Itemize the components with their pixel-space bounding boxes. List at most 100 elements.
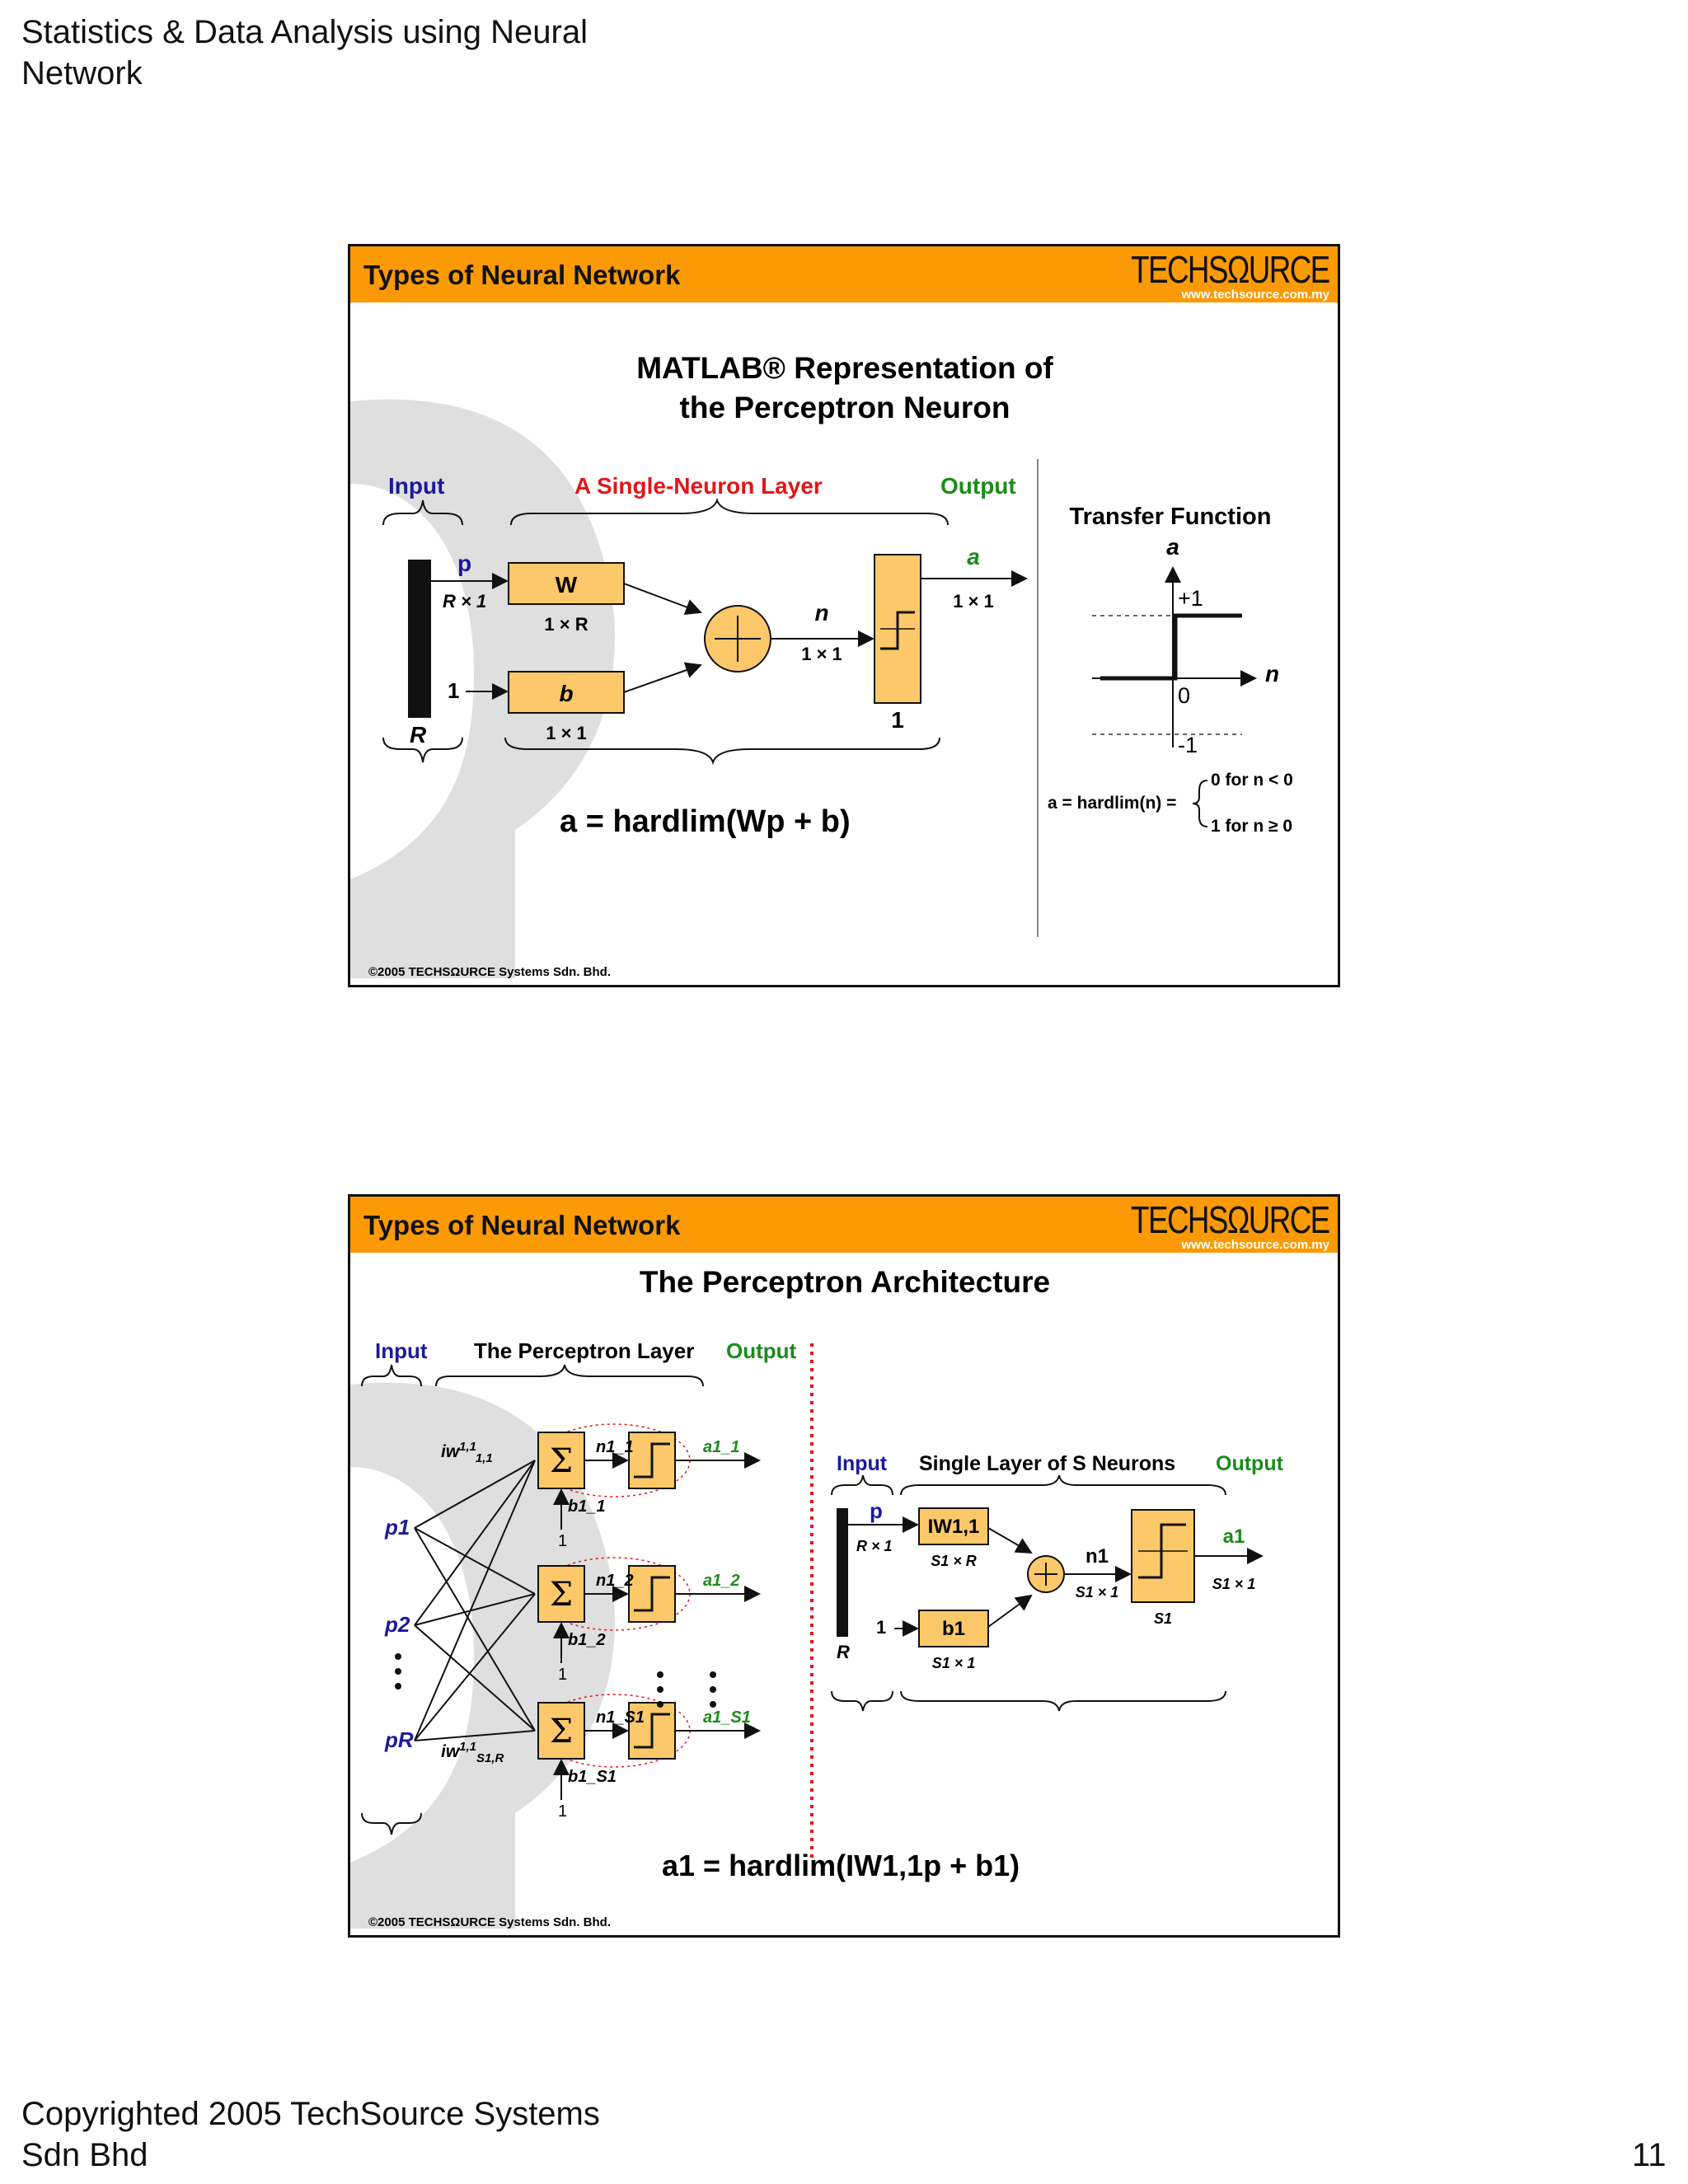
layer-label: A Single-Neuron Layer bbox=[574, 473, 823, 499]
bias-dim: 1 × 1 bbox=[546, 723, 587, 743]
right-s1-label: S1 bbox=[1154, 1610, 1172, 1627]
right-n1-label: n1 bbox=[1085, 1545, 1109, 1568]
input-p1: p1 bbox=[384, 1515, 410, 1540]
layer-brace-bottom bbox=[504, 737, 940, 766]
n-label: n bbox=[814, 600, 828, 626]
n-label-3: n1_S1 bbox=[596, 1708, 645, 1727]
hardlim-step-icon-2 bbox=[634, 1576, 670, 1612]
tf-zero: 0 bbox=[1178, 683, 1190, 708]
slide-title-line1: MATLAB® Representation of bbox=[636, 351, 1053, 385]
output-label: Output bbox=[940, 473, 1016, 499]
r-label: R bbox=[410, 722, 427, 748]
tf-a-axis-label: a bbox=[1166, 534, 1179, 560]
p-label: p bbox=[457, 551, 471, 576]
sum-box-3 bbox=[537, 1702, 585, 1760]
slide-copyright: ©2005 TECHSΩURCE Systems Sdn. Bhd. bbox=[368, 965, 611, 979]
tf-minus-one: -1 bbox=[1178, 733, 1198, 757]
slide-title-line2: the Perceptron Neuron bbox=[680, 391, 1010, 424]
right-input-label: Input bbox=[837, 1452, 888, 1475]
input-label: Input bbox=[388, 473, 444, 499]
n-dim: 1 × 1 bbox=[801, 644, 842, 664]
techsource-logo: TECHSΩURCE www.techsource.com.my bbox=[1081, 248, 1330, 302]
slide-perceptron-architecture: Types of Neural Network TECHSΩURCE www.t… bbox=[348, 1194, 1340, 1938]
slide-header: Types of Neural Network TECHSΩURCE www.t… bbox=[350, 246, 1338, 302]
right-a1-dim: S1 × 1 bbox=[1212, 1576, 1256, 1592]
slide-perceptron-neuron: Types of Neural Network TECHSΩURCE www.t… bbox=[348, 244, 1340, 987]
slide-header-title: Types of Neural Network bbox=[363, 260, 681, 290]
document-footer-line2: Sdn Bhd bbox=[21, 2137, 148, 2173]
perceptron-equation: a = hardlim(Wp + b) bbox=[560, 804, 851, 839]
iw-bottom-label: iw1,1S1,R bbox=[441, 1740, 504, 1765]
layer-brace-top bbox=[510, 497, 949, 526]
hardlim-step-icon bbox=[880, 611, 915, 650]
iw-top-label: iw1,11,1 bbox=[441, 1440, 493, 1465]
hardlim-case-1: 0 for n < 0 bbox=[1211, 771, 1293, 790]
right-n1-dim: S1 × 1 bbox=[1076, 1584, 1119, 1601]
n-label-2: n1_2 bbox=[596, 1572, 634, 1590]
b-label-2: b1_2 bbox=[568, 1631, 606, 1649]
input-label: Input bbox=[375, 1338, 428, 1363]
transfer-one-label: 1 bbox=[891, 707, 904, 733]
slide2-diagram: The Perceptron Architecture Input The Pe… bbox=[350, 1265, 1284, 1929]
document-footer: Copyrighted 2005 TechSource Systems Sdn … bbox=[21, 2093, 600, 2176]
right-layer-label: Single Layer of S Neurons bbox=[919, 1452, 1175, 1475]
architecture-equation: a1 = hardlim(IW1,1p + b1) bbox=[662, 1849, 1020, 1882]
right-p-label: p bbox=[870, 1498, 883, 1523]
document-header-line1: Statistics & Data Analysis using Neural bbox=[21, 14, 588, 50]
right-bias-box bbox=[918, 1610, 989, 1647]
sigma-symbol-2: Σ bbox=[550, 1576, 573, 1614]
slide-header: Types of Neural Network TECHSΩURCE www.t… bbox=[350, 1197, 1338, 1253]
right-output-label: Output bbox=[1216, 1452, 1284, 1475]
r-by-1-label: R × 1 bbox=[443, 591, 486, 612]
right-weight-box bbox=[918, 1507, 989, 1545]
a-label-3: a1_S1 bbox=[703, 1708, 751, 1727]
sigma-symbol-3: Σ bbox=[550, 1713, 573, 1750]
hardlim-case-2: 1 for n ≥ 0 bbox=[1211, 817, 1292, 836]
slide1-diagram: MATLAB® Representation of the Perceptron… bbox=[350, 351, 1293, 979]
right-input-bar bbox=[837, 1508, 848, 1637]
input-pR: pR bbox=[384, 1727, 414, 1752]
a-label: a bbox=[967, 544, 980, 569]
bias-one-label: 1 bbox=[448, 678, 459, 703]
bias-one-2: 1 bbox=[558, 1666, 567, 1684]
transfer-function-title: Transfer Function bbox=[1070, 504, 1272, 530]
step-function-curve bbox=[1100, 613, 1242, 681]
document-header: Statistics & Data Analysis using Neural … bbox=[21, 12, 588, 94]
right-bias-label: b1 bbox=[942, 1618, 965, 1640]
right-weight-dim: S1 × R bbox=[931, 1553, 977, 1569]
a-dim: 1 × 1 bbox=[953, 591, 994, 612]
slide-title: The Perceptron Architecture bbox=[640, 1265, 1050, 1299]
logo-wordmark: TECHSΩURCE bbox=[1131, 248, 1330, 291]
hardlim-step-icon-1 bbox=[634, 1442, 670, 1479]
sigma-symbol-1: Σ bbox=[550, 1442, 573, 1480]
definition-brace bbox=[1192, 780, 1208, 827]
b-label-3: b1_S1 bbox=[568, 1768, 617, 1786]
hardlim-step-icon-3 bbox=[634, 1713, 670, 1749]
input-brace-bottom bbox=[382, 737, 463, 763]
logo-wordmark: TECHSΩURCE bbox=[1131, 1198, 1330, 1241]
slide-header-title: Types of Neural Network bbox=[363, 1210, 681, 1240]
bias-one-1: 1 bbox=[558, 1532, 567, 1550]
input-vector-bar bbox=[408, 560, 431, 718]
weight-box bbox=[508, 562, 625, 605]
document-header-line2: Network bbox=[21, 55, 143, 91]
techsource-logo: TECHSΩURCE www.techsource.com.my bbox=[1081, 1198, 1330, 1252]
sum-box-2 bbox=[537, 1565, 585, 1623]
logo-url: www.techsource.com.my bbox=[1181, 1238, 1329, 1252]
right-a1-label: a1 bbox=[1223, 1526, 1245, 1548]
right-r-by-1: R × 1 bbox=[856, 1538, 893, 1554]
watermark-swirl bbox=[350, 399, 615, 978]
tf-plus-one: +1 bbox=[1178, 586, 1203, 611]
slide-copyright: ©2005 TECHSΩURCE Systems Sdn. Bhd. bbox=[368, 1915, 611, 1929]
hardlim-definition-lhs: a = hardlim(n) = bbox=[1048, 794, 1176, 813]
bias-label: b bbox=[559, 681, 573, 706]
a-label-2: a1_2 bbox=[703, 1572, 740, 1590]
bias-box bbox=[508, 671, 625, 714]
weight-label: W bbox=[556, 572, 578, 598]
n-label-1: n1_1 bbox=[596, 1438, 634, 1456]
tf-n-axis-label: n bbox=[1265, 661, 1279, 687]
right-r-label: R bbox=[837, 1642, 850, 1662]
input-brace-top bbox=[382, 499, 463, 526]
right-bias-dim: S1 × 1 bbox=[932, 1655, 976, 1671]
